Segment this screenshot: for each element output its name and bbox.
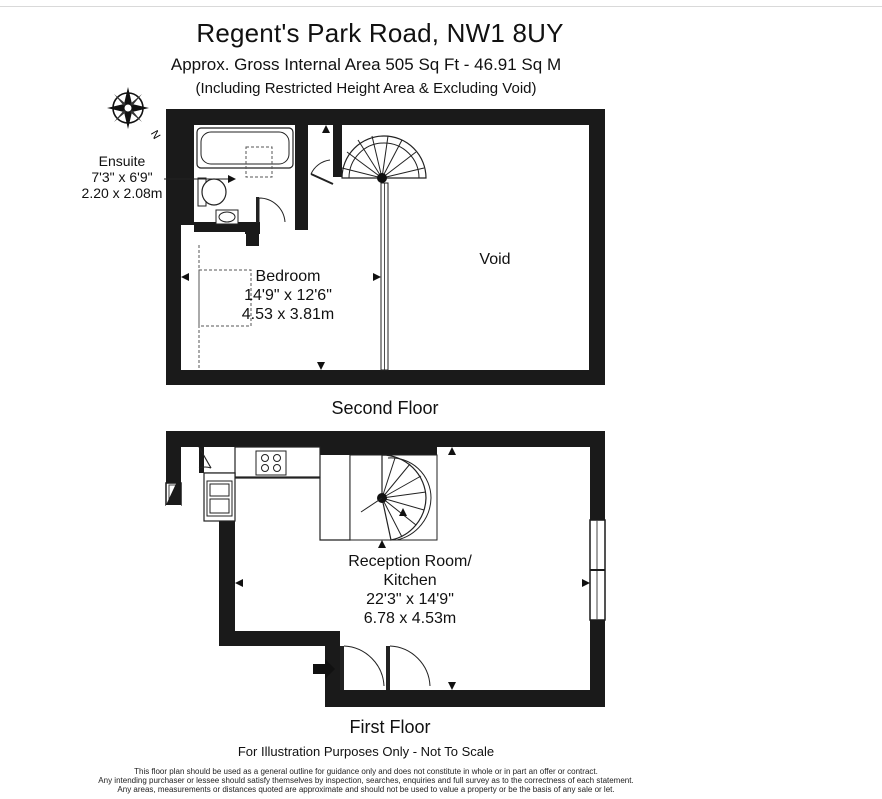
reception-name-line1: Reception Room/ (348, 553, 472, 570)
north-label: N (148, 129, 162, 142)
bedroom-metric: 4.53 x 3.81m (241, 306, 335, 323)
area-note: (Including Restricted Height Area & Excl… (195, 80, 537, 97)
ensuite-label: Ensuite 7'3" x 6'9" 2.20 x 2.08m (72, 153, 172, 201)
entrance-arrow-icon (313, 659, 335, 679)
plan-title: Regent's Park Road, NW1 8UY (196, 18, 564, 48)
illustration-note: For Illustration Purposes Only - Not To … (237, 744, 495, 759)
reception-name-line2: Kitchen (383, 572, 437, 589)
first-floor-plan (165, 431, 606, 707)
compass-rose-icon (107, 87, 149, 129)
reception-metric: 6.78 x 4.53m (363, 610, 457, 627)
bedroom-imperial: 14'9" x 12'6" (244, 287, 332, 304)
bedroom-name: Bedroom (255, 268, 321, 285)
first-floor-label: First Floor (349, 717, 431, 737)
ensuite-name: Ensuite (98, 153, 146, 169)
ensuite-imperial: 7'3" x 6'9" (91, 169, 153, 185)
top-divider (0, 6, 882, 7)
gross-area-line: Approx. Gross Internal Area 505 Sq Ft - … (170, 55, 562, 74)
second-floor-label: Second Floor (331, 398, 439, 418)
disclaimer-line-3: Any areas, measurements or distances quo… (117, 785, 615, 794)
disclaimer-line-2: Any intending purchaser or lessee should… (98, 776, 634, 785)
second-floor-plan (164, 109, 605, 385)
disclaimer-line-1: This floor plan should be used as a gene… (134, 767, 598, 776)
ensuite-metric: 2.20 x 2.08m (81, 185, 163, 201)
reception-label: Reception Room/ Kitchen 22'3" x 14'9" 6.… (330, 552, 490, 628)
reception-imperial: 22'3" x 14'9" (366, 591, 454, 608)
bedroom-label: Bedroom 14'9" x 12'6" 4.53 x 3.81m (228, 267, 348, 324)
void-label: Void (479, 251, 511, 268)
